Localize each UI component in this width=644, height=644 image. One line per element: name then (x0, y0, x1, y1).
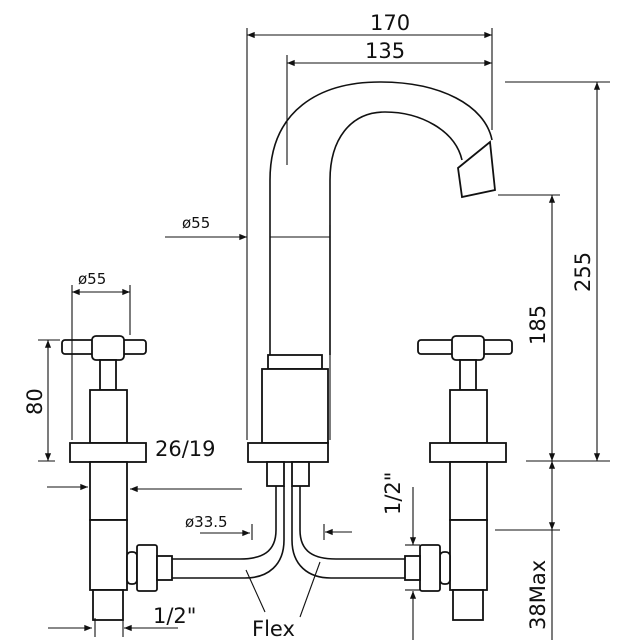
dim-170-label: 170 (370, 11, 410, 35)
flex-hoses (172, 486, 405, 618)
spout-tip (457, 140, 496, 199)
spout-height-label: 185 (526, 305, 550, 345)
bottom-dimension-lines (48, 81, 610, 640)
center-base-plate (247, 442, 329, 463)
handle-height-label: 80 (23, 388, 47, 415)
spout (269, 81, 496, 355)
center-body (247, 354, 329, 487)
flex-label: Flex (252, 617, 295, 641)
hole-diameter-label: 26/19 (155, 437, 216, 461)
dim-135-label: 135 (365, 39, 405, 63)
right-valve (404, 335, 513, 621)
inlet-left-label: 1/2" (153, 604, 196, 628)
body-diameter-label: ø33.5 (185, 513, 228, 531)
overall-height-label: 255 (571, 252, 595, 292)
left-valve (61, 335, 173, 621)
max-deck-label: 38Max (526, 560, 550, 630)
dimension-lines (38, 28, 493, 540)
spout-diameter-label: ø55 (182, 214, 210, 232)
handle-diameter-label: ø55 (78, 270, 106, 288)
inlet-right-label: 1/2" (381, 472, 405, 515)
